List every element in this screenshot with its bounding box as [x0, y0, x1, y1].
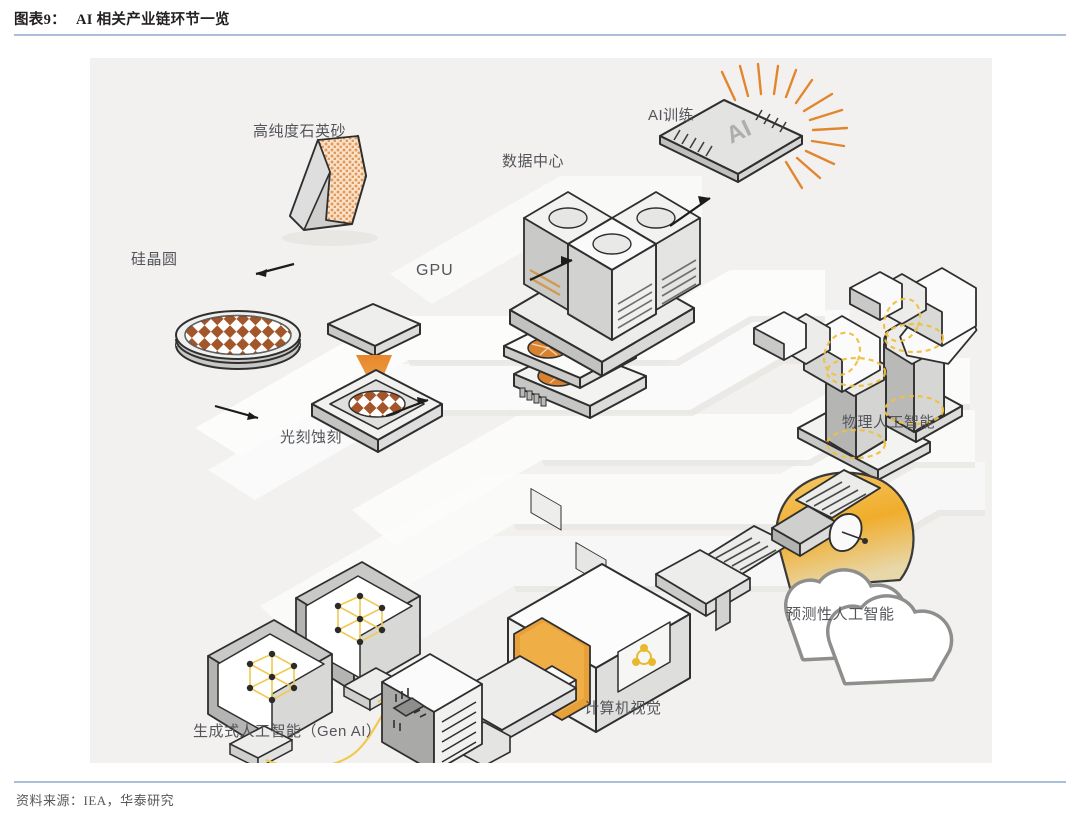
label-silicon-wafer: 硅晶圆	[131, 251, 178, 268]
label-computer-vision: 计算机视觉	[584, 700, 662, 717]
chip-contacts	[673, 109, 787, 157]
satellite-weather-icon	[705, 469, 954, 686]
ai-chip-icon: AI	[658, 62, 849, 190]
figure-panel: AI	[90, 58, 992, 763]
label-gen-ai: 生成式人工智能（Gen AI）	[193, 723, 382, 740]
label-predictive-ai: 预测性人工智能	[786, 606, 895, 623]
label-physical-ai: 物理人工智能	[842, 414, 936, 431]
exhibit-number: 图表9：	[14, 12, 66, 28]
xray-scanner-icon	[445, 549, 751, 763]
page-title: 图表9： AI 相关产业链环节一览	[14, 8, 1066, 32]
footer-divider	[14, 781, 1066, 783]
label-lithography: 光刻蚀刻	[280, 429, 343, 446]
flow-arrows	[214, 196, 711, 420]
silicon-wafer-icon	[175, 310, 301, 370]
header-divider	[14, 34, 1066, 36]
exhibit-header: 图表9： AI 相关产业链环节一览	[14, 8, 1066, 38]
cpu-chip-glyph	[392, 688, 427, 731]
label-data-center: 数据中心	[502, 153, 565, 170]
lithography-machine-icon	[311, 303, 443, 453]
label-gpu: GPU	[416, 262, 454, 279]
quartz-rock-icon	[282, 134, 378, 246]
industry-chain-illustration: AI	[175, 62, 985, 763]
chip-pins	[720, 62, 849, 190]
label-ai-training: AI训练	[648, 107, 695, 124]
arrow-sand-to-wafer	[255, 262, 295, 277]
arrow-litho-to-gpu	[385, 397, 429, 418]
label-quartz-sand: 高纯度石英砂	[253, 123, 347, 140]
arrow-wafer-to-litho	[214, 404, 259, 420]
arrow-gpu-to-datacenter	[529, 256, 573, 281]
source-note: 资料来源：IEA，华泰研究	[16, 793, 175, 808]
exhibit-title-text: AI 相关产业链环节一览	[75, 12, 230, 28]
robot-arm-icon	[753, 267, 978, 481]
arrow-datacenter-to-aitraining	[669, 196, 711, 227]
cable-front	[265, 709, 387, 763]
monitors-server-icon	[207, 561, 483, 763]
